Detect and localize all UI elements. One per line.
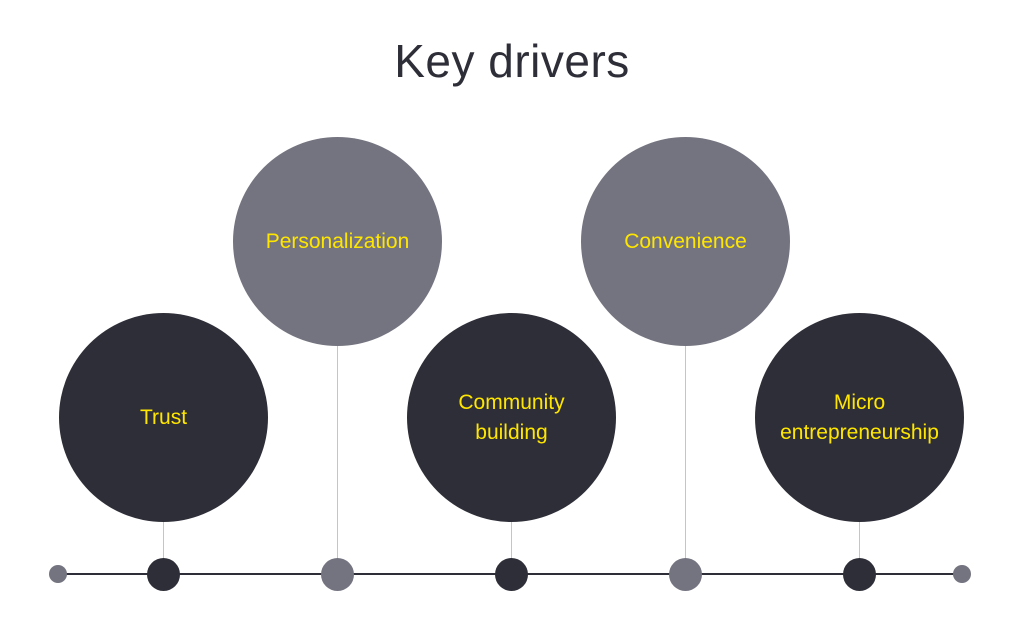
- driver-label-micro-entrepreneurship: Micro entrepreneurship: [780, 390, 939, 444]
- driver-circle-convenience: Convenience: [581, 137, 790, 346]
- stem-micro-entrepreneurship: [859, 522, 860, 574]
- node-personalization: [321, 558, 354, 591]
- node-convenience: [669, 558, 702, 591]
- node-trust: [147, 558, 180, 591]
- driver-label-community-building: Community building: [458, 390, 565, 444]
- driver-label-personalization: Personalization: [265, 229, 410, 253]
- node-community-building: [495, 558, 528, 591]
- stem-community-building: [511, 522, 512, 574]
- driver-circle-micro-entrepreneurship: Micro entrepreneurship: [755, 313, 964, 522]
- timeline-end-node: [953, 565, 971, 583]
- diagram-title: Key drivers: [394, 35, 630, 87]
- stem-convenience: [685, 346, 686, 574]
- node-micro-entrepreneurship: [843, 558, 876, 591]
- stem-trust: [163, 522, 164, 574]
- stem-personalization: [337, 346, 338, 574]
- driver-circle-community-building: Community building: [407, 313, 616, 522]
- driver-label-trust: Trust: [139, 405, 188, 429]
- timeline-start-node: [49, 565, 67, 583]
- driver-circle-trust: Trust: [59, 313, 268, 522]
- driver-circle-personalization: Personalization: [233, 137, 442, 346]
- driver-label-convenience: Convenience: [624, 229, 747, 253]
